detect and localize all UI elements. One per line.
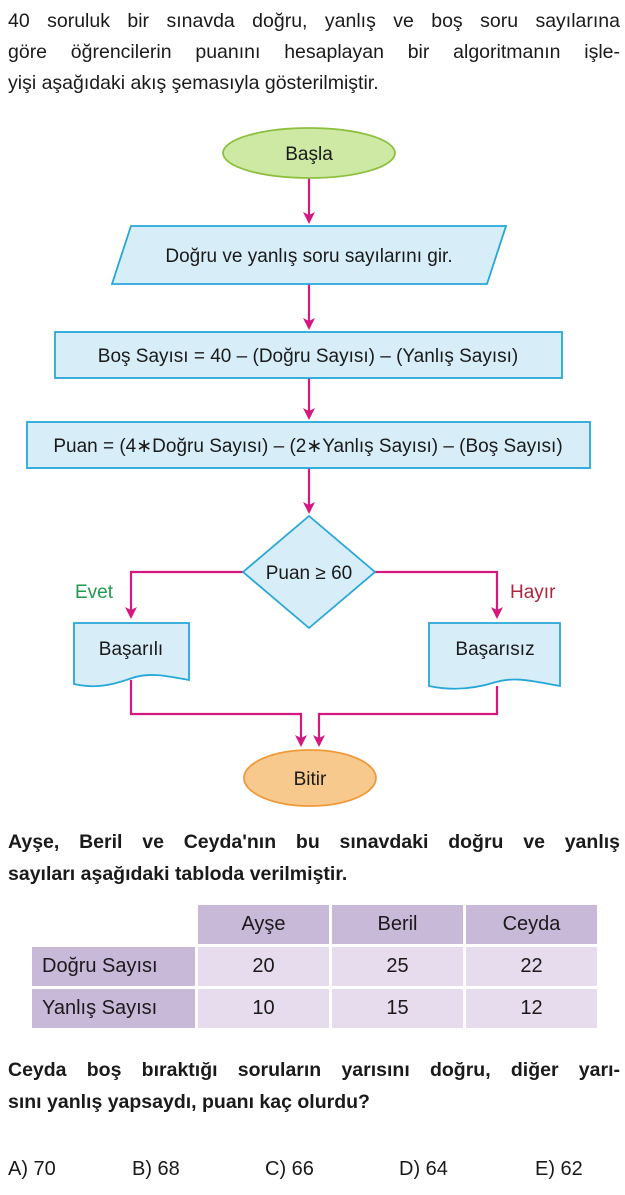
table-cell: 10 — [198, 989, 329, 1028]
table-cell: 12 — [466, 989, 597, 1028]
intro-text: 40 soruluk bir sınavda doğru, yanlış ve … — [8, 6, 620, 99]
start-label: Başla — [285, 144, 333, 165]
question-1-line-2: sayıları aşağıdaki tabloda verilmiştir. — [8, 863, 348, 885]
start-terminal — [222, 127, 396, 179]
row-header-correct: Doğru Sayısı — [32, 947, 195, 986]
process-blank-label: Boş Sayısı = 40 – (Doğru Sayısı) – (Yanl… — [98, 346, 518, 367]
option-b[interactable]: B) 68 — [132, 1158, 180, 1180]
input-label: Doğru ve yanlış soru sayılarını gir. — [165, 246, 452, 267]
option-e[interactable]: E) 62 — [535, 1158, 583, 1180]
process-score — [26, 421, 591, 469]
question-2-line-2: sını yanlış yapsaydı, puanı kaç olurdu? — [8, 1091, 370, 1113]
table-cell: 20 — [198, 947, 329, 986]
end-label: Bitir — [294, 769, 327, 790]
column-header-ceyda: Ceyda — [466, 905, 597, 944]
table-row: Yanlış Sayısı 10 15 12 — [32, 989, 597, 1028]
table-cell: 22 — [466, 947, 597, 986]
arrow-no-to-end — [313, 686, 499, 747]
output-fail-document — [428, 622, 561, 690]
decision-diamond — [241, 514, 377, 630]
table-corner-cell — [32, 905, 195, 944]
flow-connectors — [125, 178, 503, 747]
output-success-document — [73, 622, 190, 688]
arrow-yes-to-end — [129, 680, 307, 747]
table-header-row: Ayşe Beril Ceyda — [32, 905, 597, 944]
question-2-line-1: Ceyda boş bıraktığı soruların yarısını d… — [8, 1059, 620, 1081]
column-header-beril: Beril — [332, 905, 463, 944]
output-success-label: Başarılı — [99, 639, 163, 660]
no-label: Hayır — [510, 582, 556, 603]
arrow-yes-branch — [125, 570, 243, 619]
yes-label: Evet — [75, 582, 114, 603]
option-c[interactable]: C) 66 — [265, 1158, 314, 1180]
table-cell: 25 — [332, 947, 463, 986]
question-1-text: Ayşe, Beril ve Ceyda'nın bu sınavdaki do… — [8, 826, 620, 890]
table-row: Doğru Sayısı 20 25 22 — [32, 947, 597, 986]
decision-label: Puan ≥ 60 — [266, 563, 353, 584]
intro-line-3: yişi aşağıdaki akış şemasıyla gösterilmi… — [8, 72, 379, 94]
answer-options: A) 70 B) 68 C) 66 D) 64 E) 62 — [8, 1158, 608, 1188]
flowchart: Başla Doğru ve yanlış soru sayılarını gi… — [26, 127, 591, 807]
end-terminal — [243, 749, 377, 807]
intro-line-2: göre öğrencilerin puanını hesaplayan bir… — [8, 41, 620, 63]
process-score-label: Puan = (4∗Doğru Sayısı) – (2∗Yanlış Sayı… — [53, 436, 562, 457]
process-blank-count — [54, 331, 563, 379]
output-fail-label: Başarısız — [455, 639, 534, 660]
input-parallelogram — [110, 225, 508, 285]
column-header-ayse: Ayşe — [198, 905, 329, 944]
question-2-text: Ceyda boş bıraktığı soruların yarısını d… — [8, 1054, 620, 1118]
intro-line-1: 40 soruluk bir sınavda doğru, yanlış ve … — [8, 10, 620, 32]
scores-table: Ayşe Beril Ceyda Doğru Sayısı 20 25 22 Y… — [29, 902, 600, 1031]
arrow-no-branch — [375, 570, 503, 619]
row-header-wrong: Yanlış Sayısı — [32, 989, 195, 1028]
option-a[interactable]: A) 70 — [8, 1158, 56, 1180]
table-cell: 15 — [332, 989, 463, 1028]
option-d[interactable]: D) 64 — [399, 1158, 448, 1180]
question-1-line-1: Ayşe, Beril ve Ceyda'nın bu sınavdaki do… — [8, 831, 620, 853]
